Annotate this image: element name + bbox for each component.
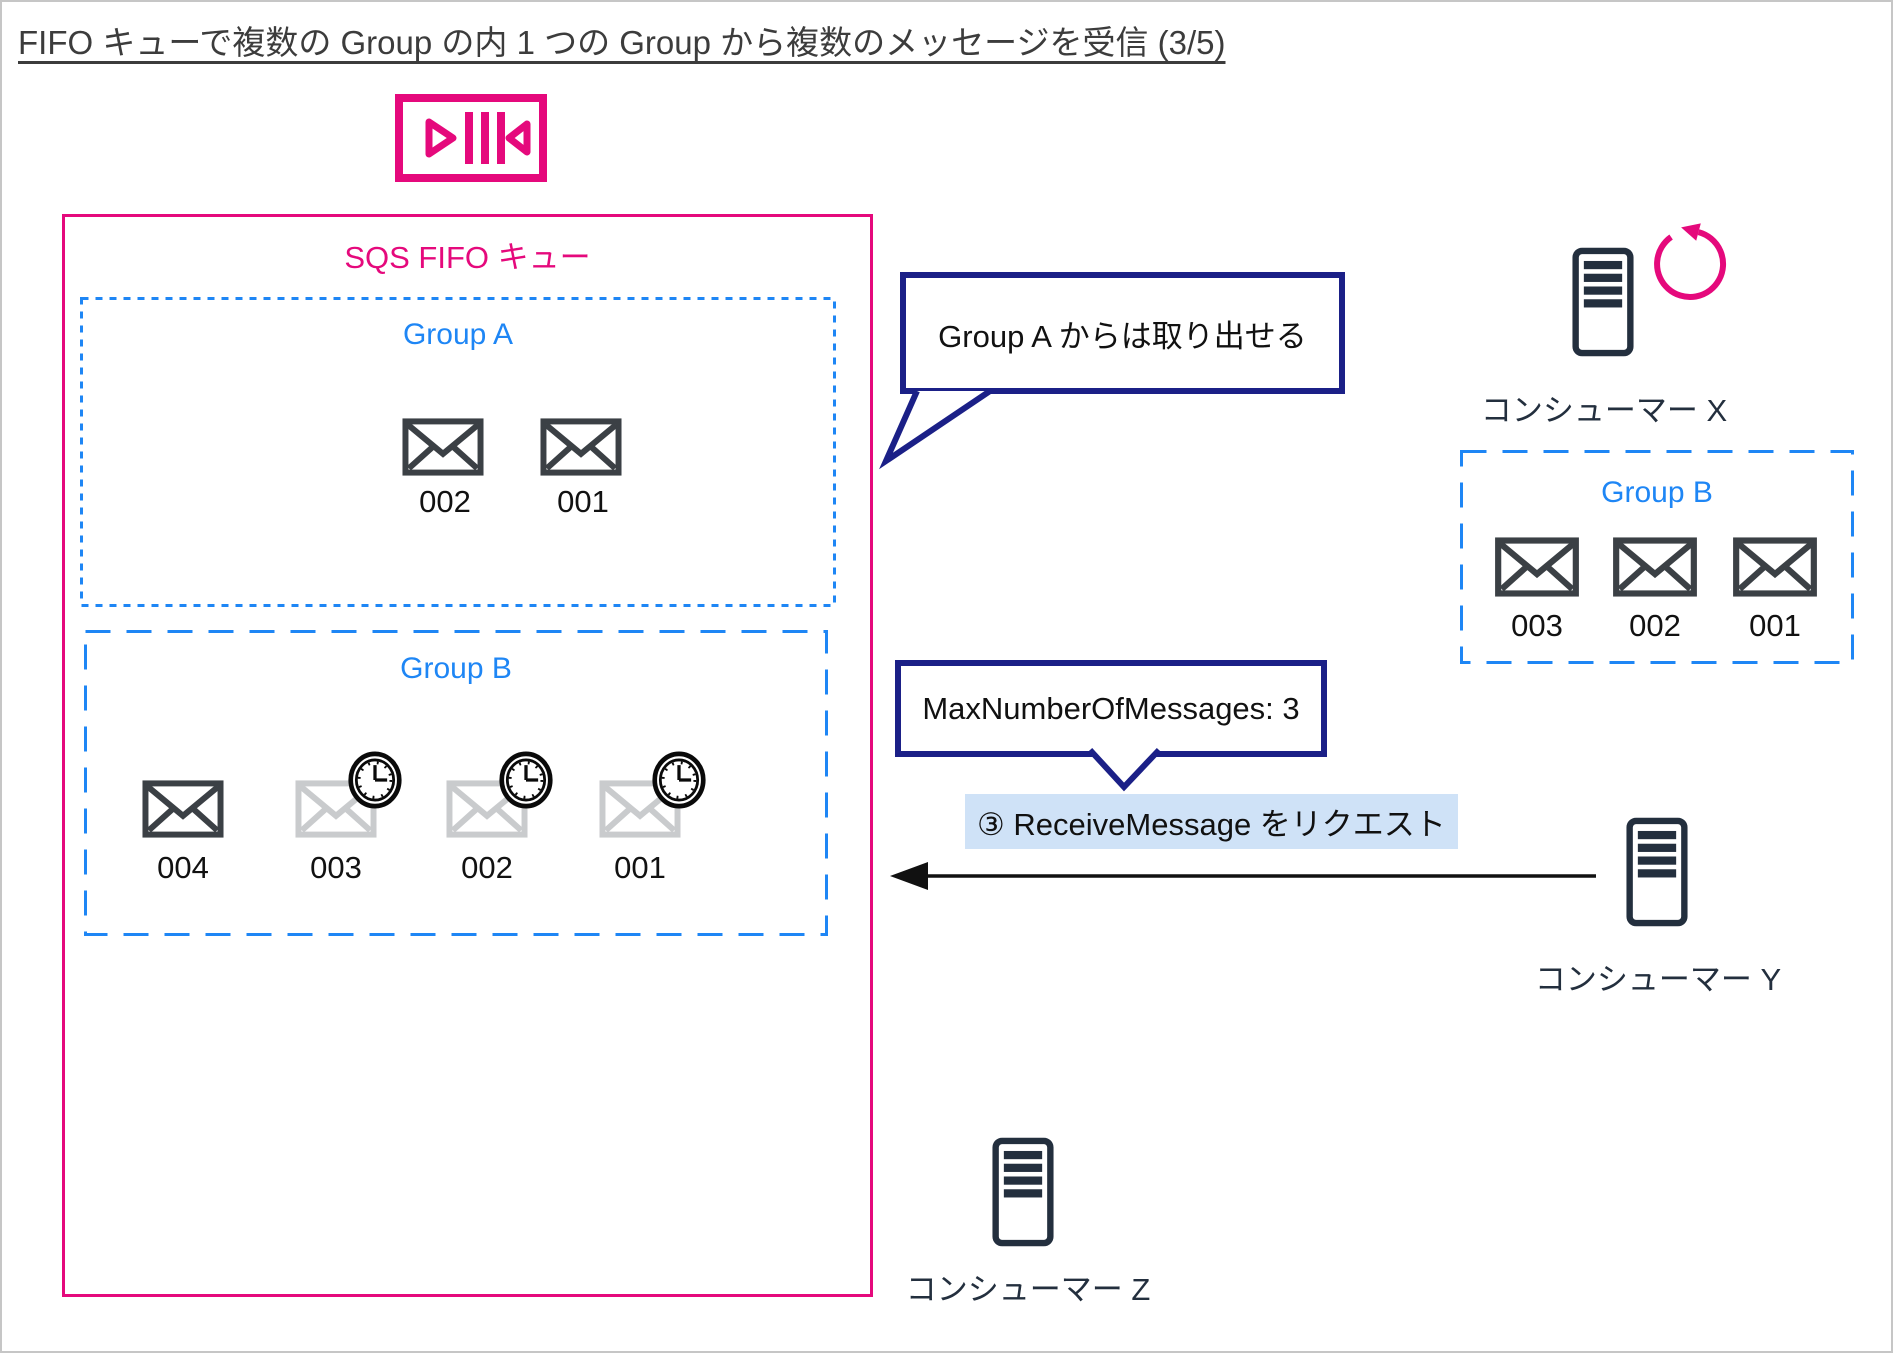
message-id: 003	[310, 850, 362, 885]
received-group-b-label: Group B	[1601, 476, 1713, 509]
clock-icon	[651, 749, 707, 811]
envelope-icon	[1491, 537, 1583, 597]
message-id: 002	[461, 850, 513, 885]
envelope-icon	[540, 418, 622, 476]
queue-title: SQS FIFO キュー	[344, 240, 591, 275]
callout-tail	[1087, 747, 1162, 792]
message-id: 001	[557, 484, 609, 519]
message-id: 002	[1629, 608, 1681, 643]
message-id: 003	[1511, 608, 1563, 643]
clock-icon	[347, 749, 403, 811]
page-title: FIFO キューで複数の Group の内 1 つの Group から複数のメッ…	[18, 24, 1226, 61]
sqs-queue-icon	[395, 94, 547, 182]
receive-message-step: ③ ReceiveMessage をリクエスト	[965, 794, 1458, 849]
envelope-icon	[1609, 537, 1701, 597]
request-arrow	[890, 862, 1596, 890]
sqs-fifo-queue-box	[62, 214, 873, 1297]
group-a-label: Group A	[402, 318, 514, 351]
callout-max-messages: MaxNumberOfMessages: 3	[895, 660, 1327, 757]
callout-tail	[879, 388, 992, 470]
message-id: 001	[614, 850, 666, 885]
consumer-x-label: コンシューマー X	[1480, 393, 1728, 428]
server-icon	[992, 1132, 1054, 1252]
envelope-icon	[142, 780, 224, 838]
server-icon	[1572, 242, 1634, 362]
server-icon	[1626, 812, 1688, 932]
clock-icon	[498, 749, 554, 811]
group-b-label: Group B	[400, 652, 512, 685]
message-id: 004	[157, 850, 209, 885]
message-id: 001	[1749, 608, 1801, 643]
refresh-icon	[1646, 208, 1730, 306]
message-id: 002	[419, 484, 471, 519]
envelope-icon	[402, 418, 484, 476]
callout-group-a-note: Group A からは取り出せる	[900, 272, 1345, 394]
group-a-box	[80, 297, 836, 607]
consumer-y-label: コンシューマー Y	[1534, 962, 1782, 997]
envelope-icon	[1729, 537, 1821, 597]
group-b-box	[84, 630, 828, 936]
consumer-z-label: コンシューマー Z	[905, 1272, 1151, 1307]
received-group-b-box	[1460, 450, 1854, 664]
